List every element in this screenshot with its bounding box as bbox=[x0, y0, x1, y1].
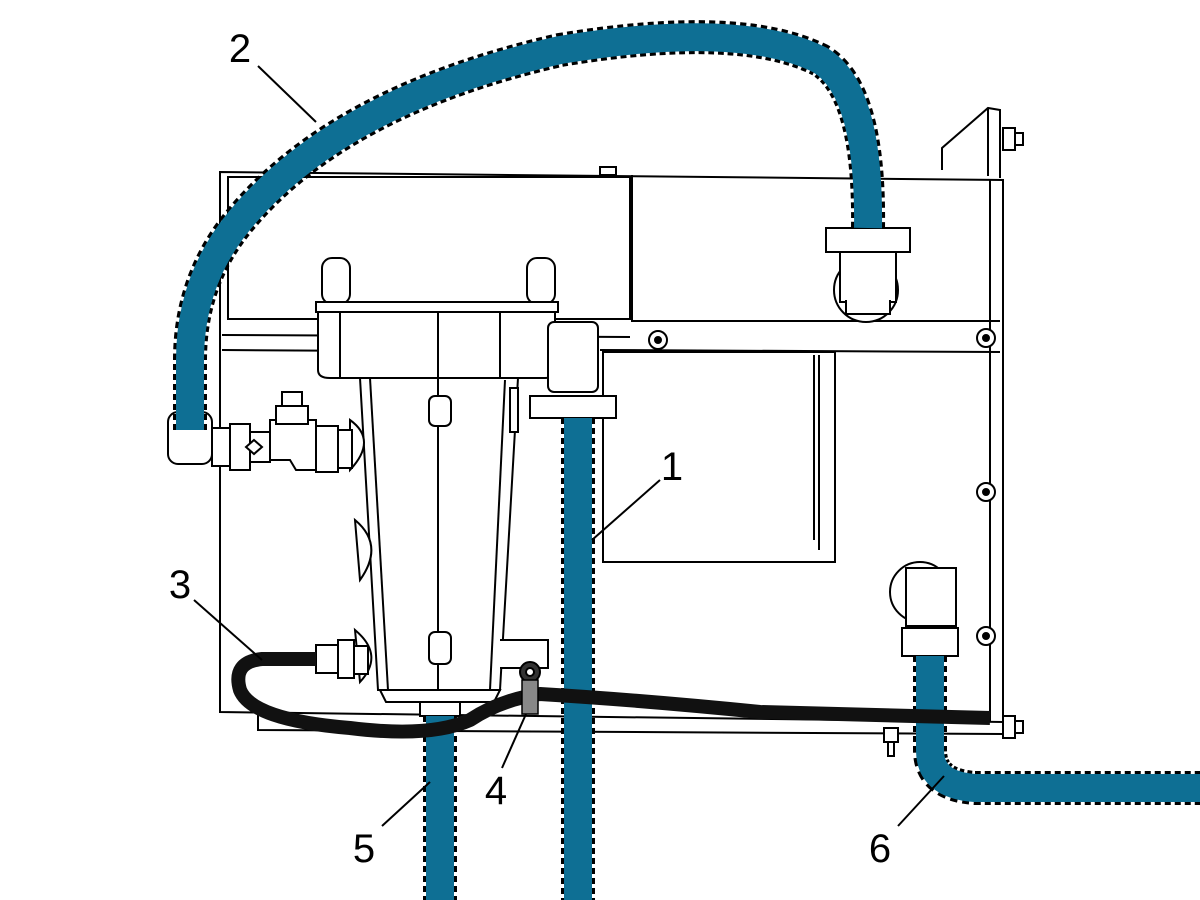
callout-1: 1 bbox=[661, 445, 683, 489]
hoses bbox=[173, 20, 1200, 900]
callout-4: 4 bbox=[485, 769, 507, 813]
callout-5: 5 bbox=[353, 827, 375, 871]
inlet-fitting bbox=[825, 227, 911, 323]
callout-2: 2 bbox=[229, 27, 251, 71]
filter-housing bbox=[315, 257, 617, 717]
cable-3 bbox=[231, 652, 991, 739]
leader-lines bbox=[193, 65, 945, 827]
panel-bolts bbox=[648, 127, 1024, 757]
outlet-fitting bbox=[889, 561, 959, 657]
callout-labels: 1 2 3 4 5 6 bbox=[169, 27, 891, 871]
drain-fitting bbox=[315, 639, 369, 679]
callout-6: 6 bbox=[869, 827, 891, 871]
callout-3: 3 bbox=[169, 563, 191, 607]
